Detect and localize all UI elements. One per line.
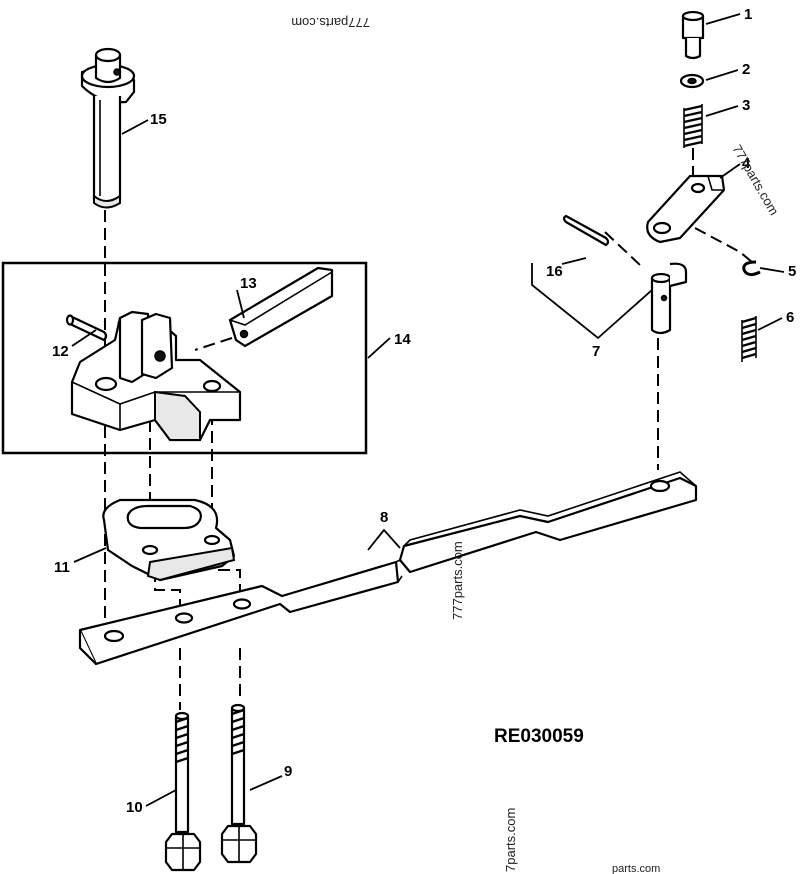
roll-pin-12 xyxy=(65,314,108,342)
washer-2 xyxy=(679,73,705,89)
callout-10: 10 xyxy=(126,799,143,816)
callout-2: 2 xyxy=(742,61,750,78)
callout-14: 14 xyxy=(394,331,411,348)
pivot-pin-15 xyxy=(80,47,136,209)
slotted-guide-11 xyxy=(102,498,236,582)
link-plate-4 xyxy=(646,174,726,244)
bolt-10 xyxy=(164,711,202,872)
spring-3 xyxy=(683,104,703,148)
callout-7: 7 xyxy=(592,343,600,360)
latch-plate-13 xyxy=(228,266,334,348)
drawbar-8 xyxy=(78,471,698,666)
roll-pin-16 xyxy=(562,214,610,247)
clevis-pin-7 xyxy=(650,262,688,335)
bracket-assembly-14 xyxy=(70,310,242,442)
callout-13: 13 xyxy=(240,275,257,292)
watermark-bottom: 7parts.com xyxy=(503,808,518,872)
spring-6 xyxy=(741,316,757,362)
assembly-box-14 xyxy=(1,261,368,455)
callout-6: 6 xyxy=(786,309,794,326)
callout-11: 11 xyxy=(54,559,70,576)
callout-labels: 1 2 3 4 5 6 7 8 9 10 11 12 13 14 15 16 xyxy=(52,6,796,816)
callout-5: 5 xyxy=(788,263,796,280)
leader-lines xyxy=(71,13,785,807)
watermark-top: 777parts.com xyxy=(291,15,370,30)
callout-8: 8 xyxy=(380,509,388,526)
bolt-9 xyxy=(220,703,258,864)
reference-code: RE030059 xyxy=(494,726,584,747)
callout-4: 4 xyxy=(742,155,751,172)
callout-9: 9 xyxy=(284,763,292,780)
cap-screw-1 xyxy=(681,10,705,60)
callout-15: 15 xyxy=(150,111,167,128)
watermark-center: 777parts.com xyxy=(450,541,465,620)
watermark-corner: parts.com xyxy=(612,863,660,874)
callout-12: 12 xyxy=(52,343,69,360)
watermark-right: 777parts.com xyxy=(729,142,781,218)
callout-3: 3 xyxy=(742,97,750,114)
callout-16: 16 xyxy=(546,263,563,280)
callout-1: 1 xyxy=(744,6,752,23)
retaining-clip-5 xyxy=(742,260,761,277)
